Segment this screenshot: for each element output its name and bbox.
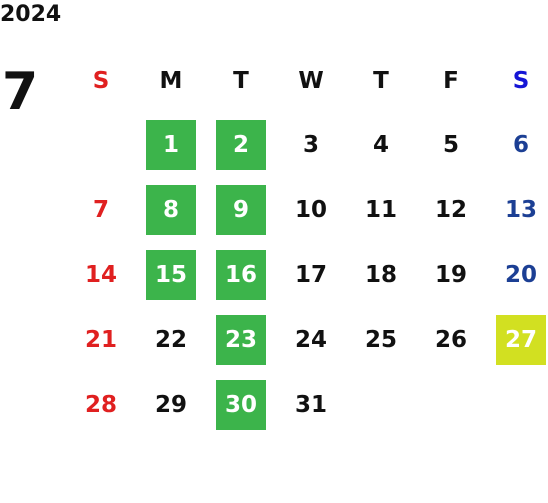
- day-number: 11: [364, 196, 397, 223]
- day-number: 3: [302, 131, 319, 158]
- year-label: 2024: [0, 2, 62, 27]
- day-cell[interactable]: 26: [416, 307, 486, 372]
- day-number: 2: [216, 119, 266, 170]
- day-cell[interactable]: 18: [346, 242, 416, 307]
- day-number: 5: [442, 131, 459, 158]
- day-cell[interactable]: 3: [276, 112, 346, 177]
- day-number: 7: [92, 196, 109, 223]
- day-cell[interactable]: 29: [136, 372, 206, 437]
- day-cell-highlight-yellow[interactable]: 27: [486, 307, 548, 372]
- day-number: 1: [146, 119, 196, 170]
- day-number: 22: [154, 326, 187, 353]
- day-cell[interactable]: 20: [486, 242, 548, 307]
- day-number: 31: [294, 391, 327, 418]
- day-number: 15: [146, 249, 196, 300]
- day-cell[interactable]: 25: [346, 307, 416, 372]
- day-number: 6: [512, 131, 529, 158]
- day-cell-highlight-green[interactable]: 23: [206, 307, 276, 372]
- day-number: 10: [294, 196, 327, 223]
- day-number: 28: [84, 391, 117, 418]
- day-cell[interactable]: 6: [486, 112, 548, 177]
- day-number: 13: [504, 196, 537, 223]
- day-number: 20: [504, 261, 537, 288]
- day-number: 27: [496, 314, 546, 365]
- day-number: 25: [364, 326, 397, 353]
- day-cell-highlight-green[interactable]: 30: [206, 372, 276, 437]
- weekday-header: T: [373, 68, 389, 94]
- month-number: 7: [2, 62, 39, 122]
- weekday-header: F: [443, 68, 459, 94]
- day-number: 17: [294, 261, 327, 288]
- day-number: 18: [364, 261, 397, 288]
- day-number: 21: [84, 326, 117, 353]
- day-number: 30: [216, 379, 266, 430]
- weekday-header: S: [92, 68, 110, 94]
- day-cell-highlight-green[interactable]: 1: [136, 112, 206, 177]
- day-cell[interactable]: 31: [276, 372, 346, 437]
- day-cell-highlight-green[interactable]: 9: [206, 177, 276, 242]
- day-cell[interactable]: 28: [66, 372, 136, 437]
- day-cell[interactable]: 10: [276, 177, 346, 242]
- day-cell[interactable]: 7: [66, 177, 136, 242]
- day-cell-highlight-green[interactable]: 2: [206, 112, 276, 177]
- day-cell-highlight-green[interactable]: 8: [136, 177, 206, 242]
- weekday-header: S: [512, 68, 530, 94]
- day-cell[interactable]: 22: [136, 307, 206, 372]
- day-number: 19: [434, 261, 467, 288]
- day-cell[interactable]: 14: [66, 242, 136, 307]
- weekday-header: T: [233, 68, 249, 94]
- day-number: 8: [146, 184, 196, 235]
- day-number: 4: [372, 131, 389, 158]
- day-number: 9: [216, 184, 266, 235]
- day-cell[interactable]: 4: [346, 112, 416, 177]
- day-number: 26: [434, 326, 467, 353]
- day-cell-highlight-green[interactable]: 16: [206, 242, 276, 307]
- day-cell-highlight-green[interactable]: 15: [136, 242, 206, 307]
- day-number: 12: [434, 196, 467, 223]
- weekday-header: M: [159, 68, 183, 94]
- day-cell[interactable]: 24: [276, 307, 346, 372]
- day-cell[interactable]: 13: [486, 177, 548, 242]
- day-cell[interactable]: 5: [416, 112, 486, 177]
- day-number: 24: [294, 326, 327, 353]
- day-number: 14: [84, 261, 117, 288]
- day-cell[interactable]: 11: [346, 177, 416, 242]
- day-cell[interactable]: 21: [66, 307, 136, 372]
- day-cell[interactable]: 19: [416, 242, 486, 307]
- weekday-header: W: [298, 68, 324, 94]
- day-cell[interactable]: 12: [416, 177, 486, 242]
- day-number: 16: [216, 249, 266, 300]
- day-number: 29: [154, 391, 187, 418]
- day-cell[interactable]: 17: [276, 242, 346, 307]
- day-number: 23: [216, 314, 266, 365]
